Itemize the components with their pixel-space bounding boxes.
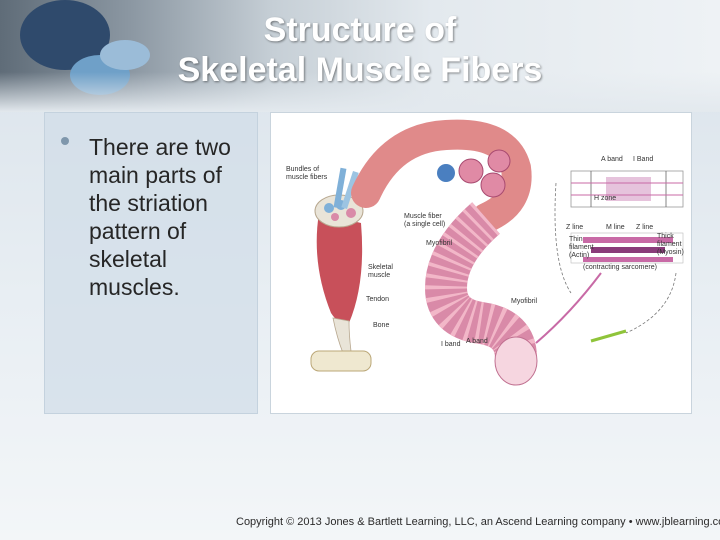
label-bundles-line1: Bundles of	[286, 166, 319, 173]
title-line-2: Skeletal Muscle Fibers	[177, 51, 543, 89]
label-bone: Bone	[373, 322, 389, 329]
myofibril-bundle-shape	[480, 172, 506, 198]
label-z-line-right: Z line	[636, 224, 653, 231]
label-thick-line1: Thick	[657, 233, 674, 240]
actin-filament	[583, 257, 673, 262]
header-photo	[0, 0, 720, 112]
label-i-band-bottom: I band	[441, 341, 461, 348]
fiber-bundle-shape	[324, 203, 334, 213]
skeletal-muscle-shape	[316, 213, 363, 325]
fiber-bundle-shape	[341, 171, 359, 209]
label-a-band-bottom: A band	[466, 338, 488, 345]
filament-strand	[535, 272, 602, 344]
label-tendon: Tendon	[366, 296, 389, 303]
label-myofibril-top: Myofibril	[426, 240, 453, 247]
label-h-zone: H zone	[594, 195, 616, 202]
bullet-icon	[61, 137, 69, 145]
label-myofibril-right: Myofibril	[511, 298, 538, 305]
label-muscle-fiber-line2: (a single cell)	[404, 221, 445, 228]
muscle-fiber-shape	[351, 119, 532, 233]
tendon-shape	[332, 317, 352, 354]
bone-shape	[310, 350, 372, 372]
fiber-bundle-shape	[331, 213, 339, 221]
svg-text:Muscle fiber(a single cell): Muscle fiber(a single cell)	[404, 213, 445, 228]
label-sarcomere: (contracting sarcomere)	[583, 264, 657, 271]
fiber-bundle-shape	[346, 208, 356, 218]
label-bundles-line2: muscle fibers	[286, 174, 328, 181]
actin-filament	[583, 237, 673, 243]
dashed-arrow	[554, 182, 572, 294]
body-text-box: There are two main parts of the striatio…	[44, 112, 258, 414]
label-skeletal-muscle-line1: Skeletal	[368, 264, 393, 271]
label-thick-line3: (Myosin)	[657, 249, 684, 256]
filament-strand	[590, 329, 627, 343]
myosin-filament	[591, 247, 665, 253]
copyright-text: Copyright © 2013 Jones & Bartlett Learni…	[236, 516, 720, 528]
bullet-text: There are two main parts of the striatio…	[89, 134, 231, 300]
slide-title: Structure of Skeletal Muscle Fibers	[130, 10, 590, 90]
label-skeletal-muscle-line2: muscle	[368, 272, 390, 279]
organelle-shape	[437, 164, 455, 182]
sarcomere-a-band	[606, 177, 651, 201]
label-thin-line3: (Actin)	[569, 252, 589, 259]
label-i-band-top: I Band	[633, 156, 653, 163]
fiber-bundle-shape	[333, 167, 347, 209]
label-muscle-fiber-line1: Muscle fiber	[404, 213, 442, 220]
label-a-band-top: A band	[601, 156, 623, 163]
gloved-hand-shape	[100, 40, 150, 70]
myofibril-striations	[424, 202, 537, 360]
label-thin-line1: Thin	[569, 236, 583, 243]
label-m-line: M line	[606, 224, 625, 231]
label-thin-line2: filament	[569, 244, 594, 251]
label-z-line-left: Z line	[566, 224, 583, 231]
label-thick-line2: filament	[657, 241, 682, 248]
myofibril-bundle-shape	[458, 158, 484, 184]
myofibril-end	[494, 336, 538, 386]
dashed-arrow	[625, 272, 677, 334]
title-line-1: Structure of	[263, 11, 457, 49]
myofibril-bundle-shape	[487, 149, 511, 173]
